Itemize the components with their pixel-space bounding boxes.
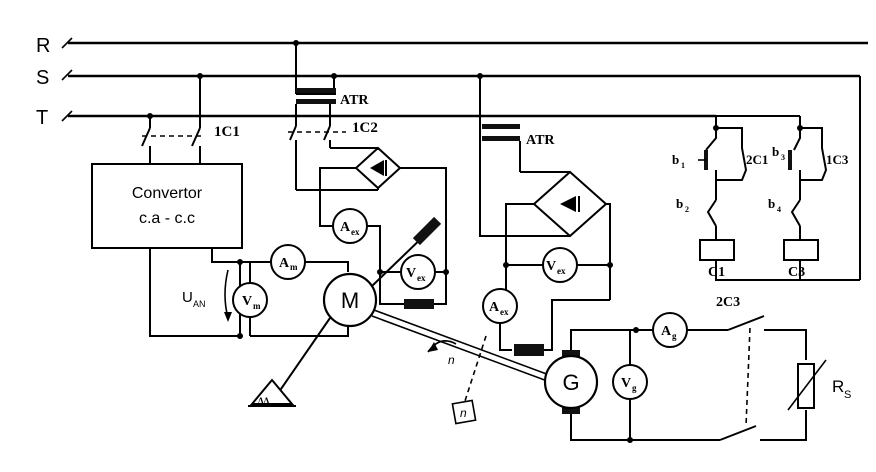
svg-text:A: A [340, 220, 351, 235]
uan-label: U AN [182, 269, 232, 322]
svg-text:V: V [621, 376, 631, 391]
control-circuit: b 1 2C1 b 2 C1 b 3 1C3 b 4 C3 [672, 115, 849, 281]
svg-text:S: S [844, 389, 851, 401]
ammeter-aex-gen: A ex [482, 288, 518, 324]
convertor-label: Convertor [132, 185, 203, 202]
svg-text:C3: C3 [788, 265, 805, 280]
svg-text:AN: AN [193, 299, 206, 309]
svg-text:m: m [253, 301, 261, 311]
svg-text:b: b [768, 196, 775, 211]
svg-text:2: 2 [685, 205, 689, 214]
coil-c3 [783, 239, 819, 261]
svg-text:V: V [406, 266, 416, 281]
bus-t-label: T [36, 107, 48, 129]
atr-1: ATR [293, 40, 369, 108]
svg-text:V: V [242, 294, 252, 309]
voltmeter-vg: V g [612, 364, 648, 400]
voltmeter-vm: V m [232, 282, 268, 318]
svg-text:n: n [460, 406, 467, 420]
svg-text:g: g [632, 383, 637, 393]
bus-s: S [36, 67, 860, 89]
atr-2: ATR [477, 73, 555, 148]
atr-1-label: ATR [340, 93, 369, 108]
shaft [371, 309, 553, 383]
svg-text:V: V [546, 259, 556, 274]
svg-text:m: m [290, 262, 298, 272]
motor-field-winding-icon [404, 299, 434, 309]
voltmeter-vex-gen: V ex [542, 247, 578, 283]
svg-text:ex: ex [557, 266, 566, 276]
svg-text:ex: ex [351, 227, 360, 237]
convertor-block: Convertor c.a - c.c [91, 163, 243, 249]
motor-m: M [322, 272, 378, 328]
svg-text:b: b [672, 152, 679, 167]
motor-brush-icon [412, 216, 442, 246]
svg-text:ΔΔ: ΔΔ [258, 396, 270, 406]
contact-1c3-label: 1C3 [826, 152, 849, 167]
contact-2c1-label: 2C1 [746, 152, 768, 167]
svg-text:3: 3 [781, 153, 785, 162]
svg-text:g: g [672, 331, 677, 341]
bus-s-label: S [36, 67, 49, 89]
svg-text:A: A [661, 324, 672, 339]
convertor-sub-label: c.a - c.c [139, 210, 195, 227]
contactor-1c2-label: 1C2 [352, 120, 378, 136]
svg-text:1: 1 [681, 161, 685, 170]
speed-arrow: n [427, 340, 457, 367]
rectifier-bridge-1 [354, 146, 402, 190]
contactor-1c1: 1C1 [141, 73, 240, 164]
bus-t: T [36, 107, 716, 129]
contactor-2c3-label: 2C3 [716, 295, 740, 310]
coil-c1 [699, 239, 735, 261]
contactor-2c3: 2C3 [716, 295, 765, 441]
svg-text:ex: ex [500, 307, 509, 317]
svg-text:R: R [832, 377, 844, 396]
bus-r-label: R [36, 35, 50, 57]
svg-text:G: G [562, 370, 579, 395]
svg-text:b: b [676, 196, 683, 211]
ammeter-aex-motor: A ex [332, 208, 368, 244]
svg-text:U: U [182, 289, 193, 306]
motor-mount-icon: ΔΔ [248, 378, 296, 407]
bus-r: R [36, 35, 868, 57]
rectifier-bridge-2 [532, 170, 608, 238]
voltmeter-vex-motor: V ex [400, 254, 436, 290]
ammeter-am: A m [270, 244, 306, 280]
gen-field-winding-icon [514, 344, 544, 356]
svg-text:4: 4 [777, 205, 781, 214]
resistor-rs: R S [787, 359, 851, 411]
svg-text:M: M [341, 288, 359, 313]
svg-text:n: n [448, 353, 455, 367]
svg-text:A: A [279, 256, 290, 271]
contactor-1c2: 1C2 [288, 104, 378, 190]
contactor-1c1-label: 1C1 [214, 124, 240, 140]
svg-text:b: b [772, 144, 779, 159]
svg-text:ex: ex [417, 273, 426, 283]
speed-sensor: n [451, 399, 477, 425]
generator-g: G [543, 350, 599, 414]
atr-2-label: ATR [526, 133, 555, 148]
svg-text:A: A [489, 300, 500, 315]
ammeter-ag: A g [652, 312, 688, 348]
